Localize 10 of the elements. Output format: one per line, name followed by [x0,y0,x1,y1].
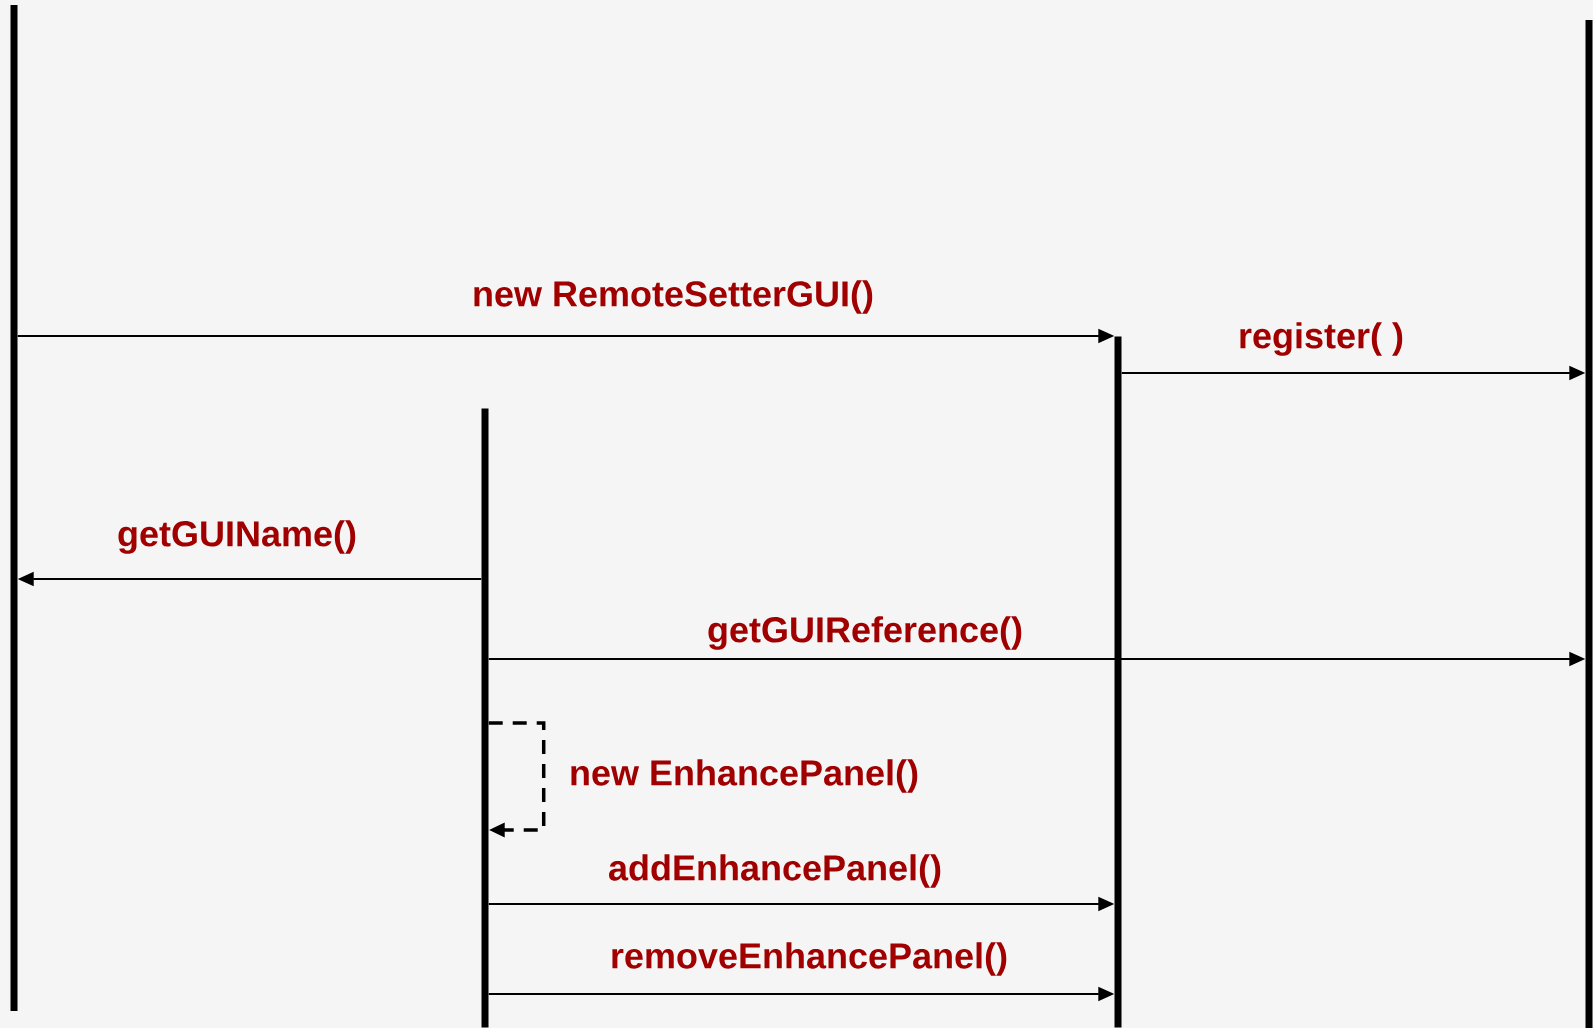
edge-label: addEnhancePanel() [605,852,945,890]
edge-label: getGUIReference() [704,614,1026,652]
message-arrow [488,721,546,838]
lifeline-bar [481,408,489,1028]
lifeline-bar [1585,20,1593,1028]
edge-label: getGUIName() [115,518,360,556]
edge-label: removeEnhancePanel() [607,940,1011,978]
edge-label: new RemoteSetterGUI() [470,278,877,316]
edge-label: register( ) [1236,320,1407,358]
edge-label: new EnhancePanel() [566,757,922,795]
